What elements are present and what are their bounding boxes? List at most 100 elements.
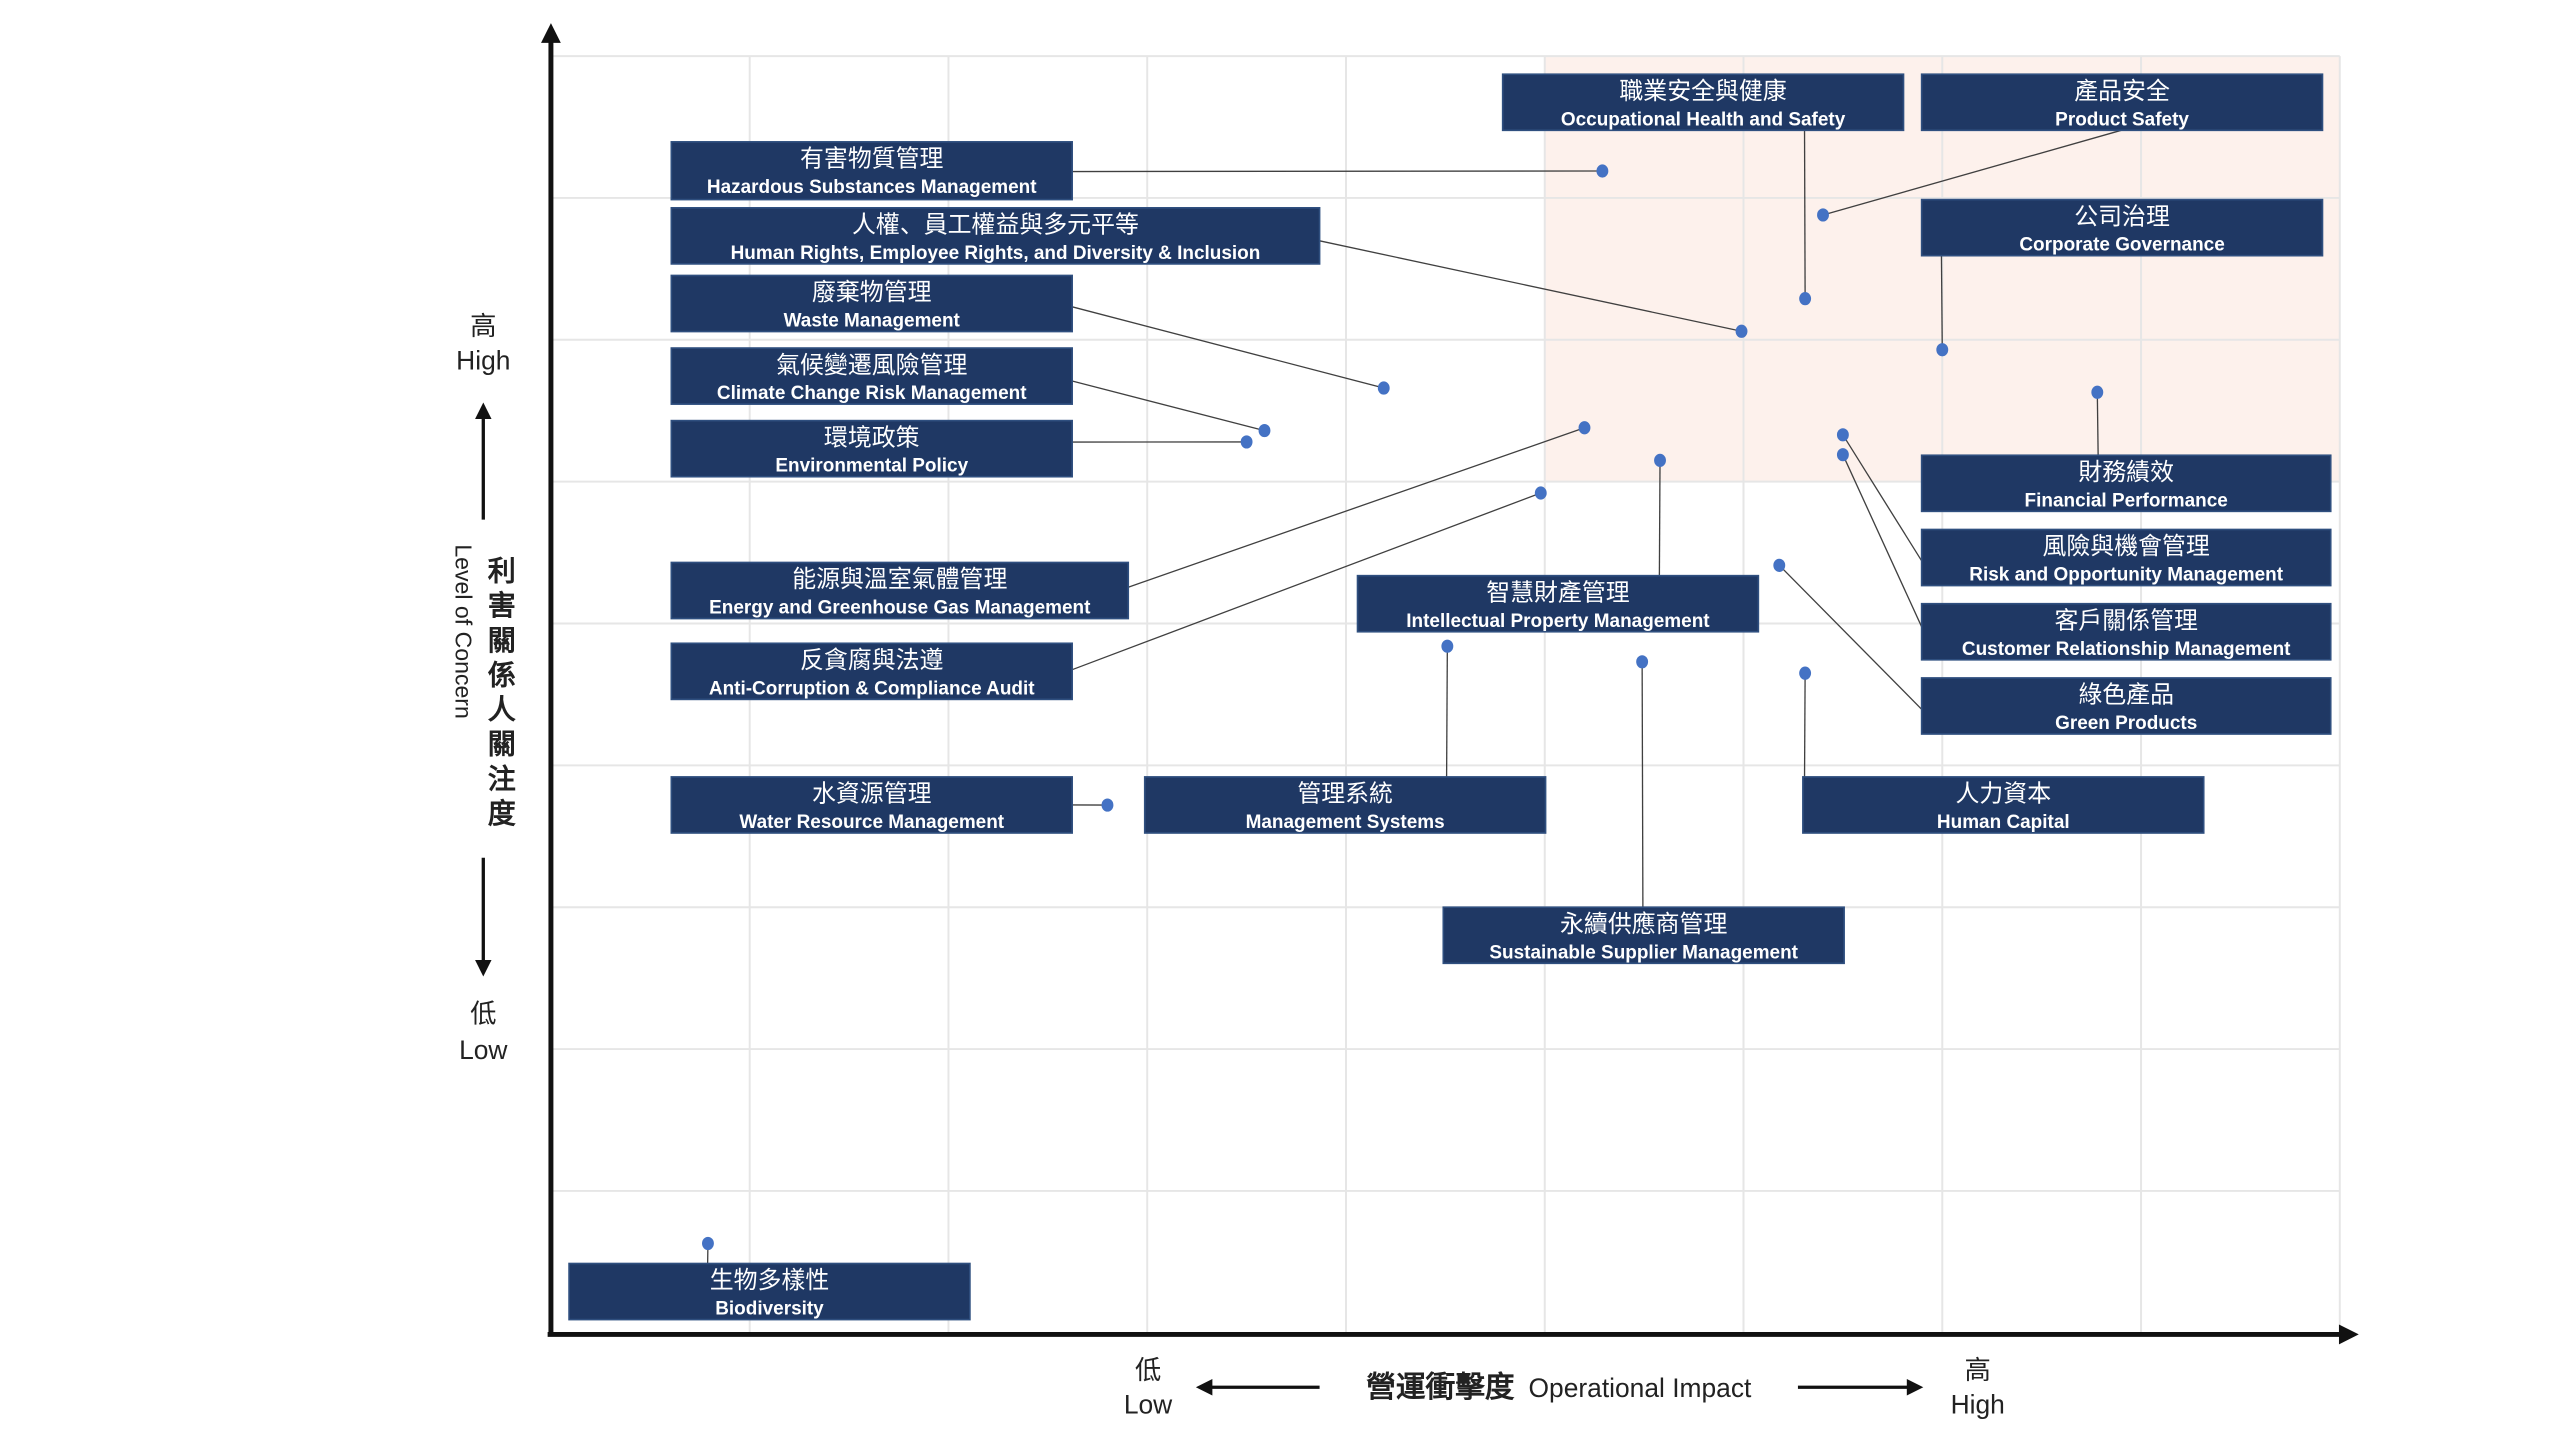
- topic-label-box: [670, 642, 1073, 701]
- topic-label-en: Intellectual Property Management: [1406, 611, 1710, 632]
- topic-label-box: [1442, 906, 1845, 965]
- topic-label-en: Occupational Health and Safety: [1561, 109, 1846, 130]
- topic-label-zh: 公司治理: [2074, 203, 2170, 230]
- y-axis-title-en: Level of Concern: [450, 544, 476, 718]
- topic-label-en: Corporate Governance: [2019, 235, 2224, 256]
- leader-line: [1071, 492, 1541, 671]
- leader-line: [1822, 129, 2122, 216]
- topic-label-zh: 人權、員工權益與多元平等: [852, 212, 1139, 239]
- leader-line: [1842, 454, 1923, 628]
- topic-label-en: Management Systems: [1246, 812, 1445, 833]
- topic-label-en: Energy and Greenhouse Gas Management: [709, 598, 1091, 619]
- data-point: [1101, 798, 1114, 812]
- topic-label-en: Human Rights, Employee Rights, and Diver…: [731, 243, 1261, 264]
- leader-line: [1072, 170, 1603, 173]
- topic-label: 永續供應商管理 Sustainable Supplier Management: [1442, 906, 1845, 965]
- topic-label: 氣候變遷風險管理 Climate Change Risk Management: [670, 347, 1073, 405]
- x-low-en: Low: [1124, 1390, 1173, 1420]
- data-point: [1377, 381, 1390, 395]
- topic-label-zh: 永續供應商管理: [1560, 911, 1727, 938]
- topic-label: 環境政策 Environmental Policy: [670, 419, 1073, 478]
- topic-label-en: Environmental Policy: [775, 456, 968, 477]
- topic-label: 生物多樣性 Biodiversity: [568, 1262, 971, 1321]
- topic-label-box: [1356, 574, 1760, 633]
- topic-label: 產品安全 Product Safety: [1920, 73, 2324, 132]
- y-high-zh: 高: [470, 311, 496, 341]
- topic-label-zh: 廢棄物管理: [812, 279, 932, 306]
- topic-label-en: Sustainable Supplier Management: [1489, 942, 1798, 963]
- leader-line: [1128, 427, 1585, 588]
- topic-label-en: Risk and Opportunity Management: [1969, 565, 2283, 586]
- topic-label-box: [670, 561, 1130, 620]
- data-point: [1534, 486, 1547, 500]
- leader-line: [1071, 306, 1384, 389]
- x-left-arrowhead: [1195, 1378, 1213, 1396]
- topic-label-box: [670, 274, 1073, 333]
- topic-label-zh: 能源與溫室氣體管理: [792, 566, 1007, 593]
- topic-label-en: Climate Change Risk Management: [717, 383, 1027, 404]
- topic-label-box: [1920, 454, 2332, 513]
- data-point: [1799, 292, 1812, 306]
- topic-label-box: [670, 141, 1073, 201]
- data-points: [702, 164, 2104, 1251]
- y-high-en: High: [456, 345, 510, 375]
- topic-label-zh: 環境政策: [824, 424, 920, 451]
- topic-label-box: [1920, 528, 2332, 587]
- topic-label-zh: 職業安全與健康: [1619, 78, 1786, 105]
- topic-label-zh: 客戶關係管理: [2054, 607, 2198, 634]
- y-axis-arrowhead: [541, 23, 561, 43]
- topic-label-box: [1920, 73, 2324, 132]
- topic-label-box: [670, 419, 1073, 478]
- data-point: [1636, 655, 1649, 669]
- x-axis-title-zh: 營運衝擊度: [1366, 1371, 1515, 1404]
- leader-lines: [706, 129, 2122, 1264]
- y-low-zh: 低: [470, 999, 496, 1029]
- leader-line: [1940, 255, 1943, 350]
- topic-label-zh: 財務績效: [2078, 459, 2174, 486]
- leader-line: [1803, 130, 1806, 299]
- topic-label-en: Financial Performance: [2025, 490, 2228, 511]
- topic-label-zh: 有害物質管理: [800, 146, 944, 173]
- x-high-en: High: [1951, 1390, 2005, 1420]
- topic-label-box: [1143, 776, 1547, 834]
- x-axis-title-en: Operational Impact: [1529, 1373, 1753, 1403]
- topic-label-zh: 產品安全: [2074, 78, 2170, 105]
- topic-label-en: Water Resource Management: [739, 812, 1004, 833]
- topic-label: 職業安全與健康 Occupational Health and Safety: [1501, 73, 1905, 132]
- topic-label-box: [1920, 677, 2332, 735]
- topic-label-box: [1920, 602, 2332, 661]
- data-point: [702, 1236, 714, 1251]
- leader-line: [1842, 434, 1923, 562]
- topic-label-en: Biodiversity: [715, 1299, 824, 1320]
- topic-label-en: Green Products: [2055, 713, 2197, 734]
- leader-line: [1803, 673, 1806, 777]
- topic-label: 財務績效 Financial Performance: [1920, 454, 2332, 513]
- topic-label-en: Product Safety: [2055, 109, 2189, 130]
- topic-label-en: Anti-Corruption & Compliance Audit: [709, 678, 1035, 699]
- topic-label-zh: 氣候變遷風險管理: [776, 352, 967, 379]
- leader-line: [1658, 460, 1661, 576]
- topic-labels: 有害物質管理 Hazardous Substances Management 人權、…: [568, 73, 2332, 1321]
- topic-label-box: [1501, 73, 1905, 132]
- topic-label-box: [1920, 198, 2324, 257]
- x-axis-arrowhead: [2338, 1324, 2359, 1345]
- topic-label-en: Human Capital: [1937, 812, 2070, 833]
- topic-label-en: Hazardous Substances Management: [707, 177, 1037, 198]
- x-low-zh: 低: [1135, 1355, 1161, 1385]
- leader-line: [2096, 392, 2099, 456]
- data-point: [1735, 324, 1748, 338]
- topic-label: 人權、員工權益與多元平等 Human Rights, Employee Right…: [670, 207, 1321, 265]
- topic-label-zh: 生物多樣性: [710, 1267, 830, 1294]
- data-point: [1441, 639, 1454, 653]
- data-point: [1240, 435, 1253, 449]
- data-point: [2091, 385, 2104, 399]
